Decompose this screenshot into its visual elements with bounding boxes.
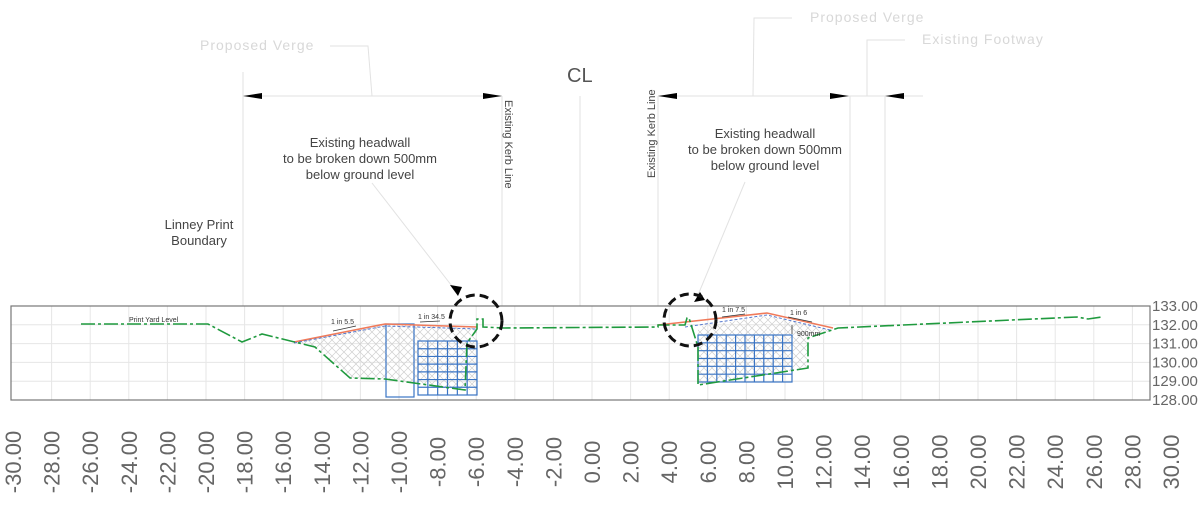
- existing-footway-leader: [866, 39, 905, 96]
- section-grid: [11, 306, 1150, 400]
- proposed-surface-left: [293, 323, 478, 343]
- chainage-tick-label: -12.00: [348, 431, 373, 493]
- headwall-note-line: below ground level: [306, 167, 415, 182]
- dimension-arrow-icon: [885, 93, 904, 99]
- leader-arrow-icon: [450, 285, 462, 296]
- chainage-tick-label: -6.00: [464, 437, 489, 487]
- chainage-tick-label: -16.00: [271, 431, 296, 493]
- elevation-tick-label: 133.00: [1152, 298, 1198, 315]
- proposed-verge-right-label: Proposed Verge: [810, 9, 924, 25]
- chainage-tick-label: 0.00: [580, 441, 605, 484]
- chainage-tick-label: -24.00: [117, 431, 142, 493]
- headwall-right-leader: [697, 181, 746, 296]
- headwall-note-line: below ground level: [711, 158, 820, 173]
- elevation-tick-label: 131.00: [1152, 336, 1198, 353]
- proposed-surface-right: [657, 312, 834, 329]
- kerb-line-right-label: Existing Kerb Line: [646, 89, 658, 178]
- chainage-tick-label: -28.00: [40, 431, 65, 493]
- slope-arrow-icon: [332, 325, 357, 332]
- existing-ground-line: [81, 316, 1103, 391]
- chainage-tick-label: -10.00: [387, 431, 412, 493]
- boundary-note-line: Linney Print: [165, 217, 234, 232]
- chainage-tick-label: -2.00: [541, 437, 566, 487]
- proposed-verge-left-label: Proposed Verge: [200, 37, 314, 53]
- chainage-tick-label: -18.00: [233, 431, 258, 493]
- slope-arrow-icon: [419, 320, 441, 323]
- chainage-tick-label: 12.00: [812, 434, 837, 489]
- depth-label: 900mm: [797, 331, 821, 338]
- centreline-label: CL: [567, 65, 593, 87]
- proposed-verge-right-leader: [752, 17, 792, 97]
- headwall-note-line: Existing headwall: [715, 126, 816, 141]
- chainage-tick-label: 24.00: [1043, 434, 1068, 489]
- boundary-note-line: Boundary: [171, 233, 227, 248]
- chainage-tick-label: -20.00: [194, 431, 219, 493]
- headwall-highlight-left: [448, 293, 504, 349]
- dimension-arrow-icon: [483, 93, 502, 99]
- elevation-tick-label: 128.00: [1152, 392, 1198, 409]
- headwall-left-leader: [371, 182, 456, 291]
- chainage-tick-label: 10.00: [773, 434, 798, 489]
- chainage-tick-label: 18.00: [927, 434, 952, 489]
- headwall-note-right: Existing headwall to be broken down 500m…: [688, 126, 842, 173]
- elevation-tick-label: 130.00: [1152, 354, 1198, 371]
- slope-label-2: 1 in 34.5: [418, 314, 445, 321]
- headwall-note-line: to be broken down 500mm: [688, 142, 842, 157]
- slope-arrow-icon: [721, 313, 746, 318]
- chainage-tick-label: 2.00: [619, 441, 644, 484]
- chainage-tick-label: 8.00: [734, 441, 759, 484]
- chainage-tick-label: 22.00: [1005, 434, 1030, 489]
- chainage-tick-label: -14.00: [310, 431, 335, 493]
- chainage-tick-label: 4.00: [657, 441, 682, 484]
- print-yard-level-label: Print Yard Level: [129, 317, 179, 324]
- dimension-arrow-icon: [830, 93, 849, 99]
- chainage-tick-label: 14.00: [850, 434, 875, 489]
- proposed-subbase-left: [293, 325, 478, 344]
- dimension-arrow-icon: [243, 93, 262, 99]
- boundary-note: Linney Print Boundary: [165, 217, 234, 248]
- chainage-axis: -30.00 -28.00 -26.00 -24.00 -22.00 -20.00 -18.…: [1, 431, 1184, 493]
- chainage-tick-label: -30.00: [1, 431, 26, 493]
- existing-footway-label: Existing Footway: [922, 31, 1044, 47]
- chainage-tick-label: 30.00: [1159, 434, 1184, 489]
- chainage-tick-label: -22.00: [155, 431, 180, 493]
- headwall-note-line: to be broken down 500mm: [283, 151, 437, 166]
- section-frame: [10, 305, 1151, 401]
- chainage-tick-label: -8.00: [426, 437, 451, 487]
- slope-arrow-icon: [787, 316, 813, 323]
- gabion-grid-right: [697, 334, 793, 383]
- chainage-tick-label: 28.00: [1120, 434, 1145, 489]
- elevation-tick-label: 129.00: [1152, 373, 1198, 390]
- chainage-tick-label: -26.00: [78, 431, 103, 493]
- chainage-tick-label: -4.00: [503, 437, 528, 487]
- proposed-verge-left-leader: [330, 45, 373, 97]
- chainage-tick-label: 16.00: [889, 434, 914, 489]
- chainage-tick-label: 20.00: [966, 434, 991, 489]
- slope-label-1: 1 in 5.5: [331, 319, 354, 326]
- headwall-highlight-right: [662, 292, 718, 348]
- headwall-note-line: Existing headwall: [310, 135, 411, 150]
- elevation-tick-label: 132.00: [1152, 317, 1198, 334]
- headwall-note-left: Existing headwall to be broken down 500m…: [283, 135, 437, 182]
- slope-label-4: 1 in 6: [790, 310, 807, 317]
- dimension-arrow-icon: [658, 93, 677, 99]
- slope-label-3: 1 in 7.5: [722, 307, 745, 314]
- proposed-subbase-right: [684, 314, 831, 331]
- kerb-line-left-label: Existing Kerb Line: [502, 100, 514, 189]
- chainage-tick-label: 26.00: [1082, 434, 1107, 489]
- chainage-tick-label: 6.00: [696, 441, 721, 484]
